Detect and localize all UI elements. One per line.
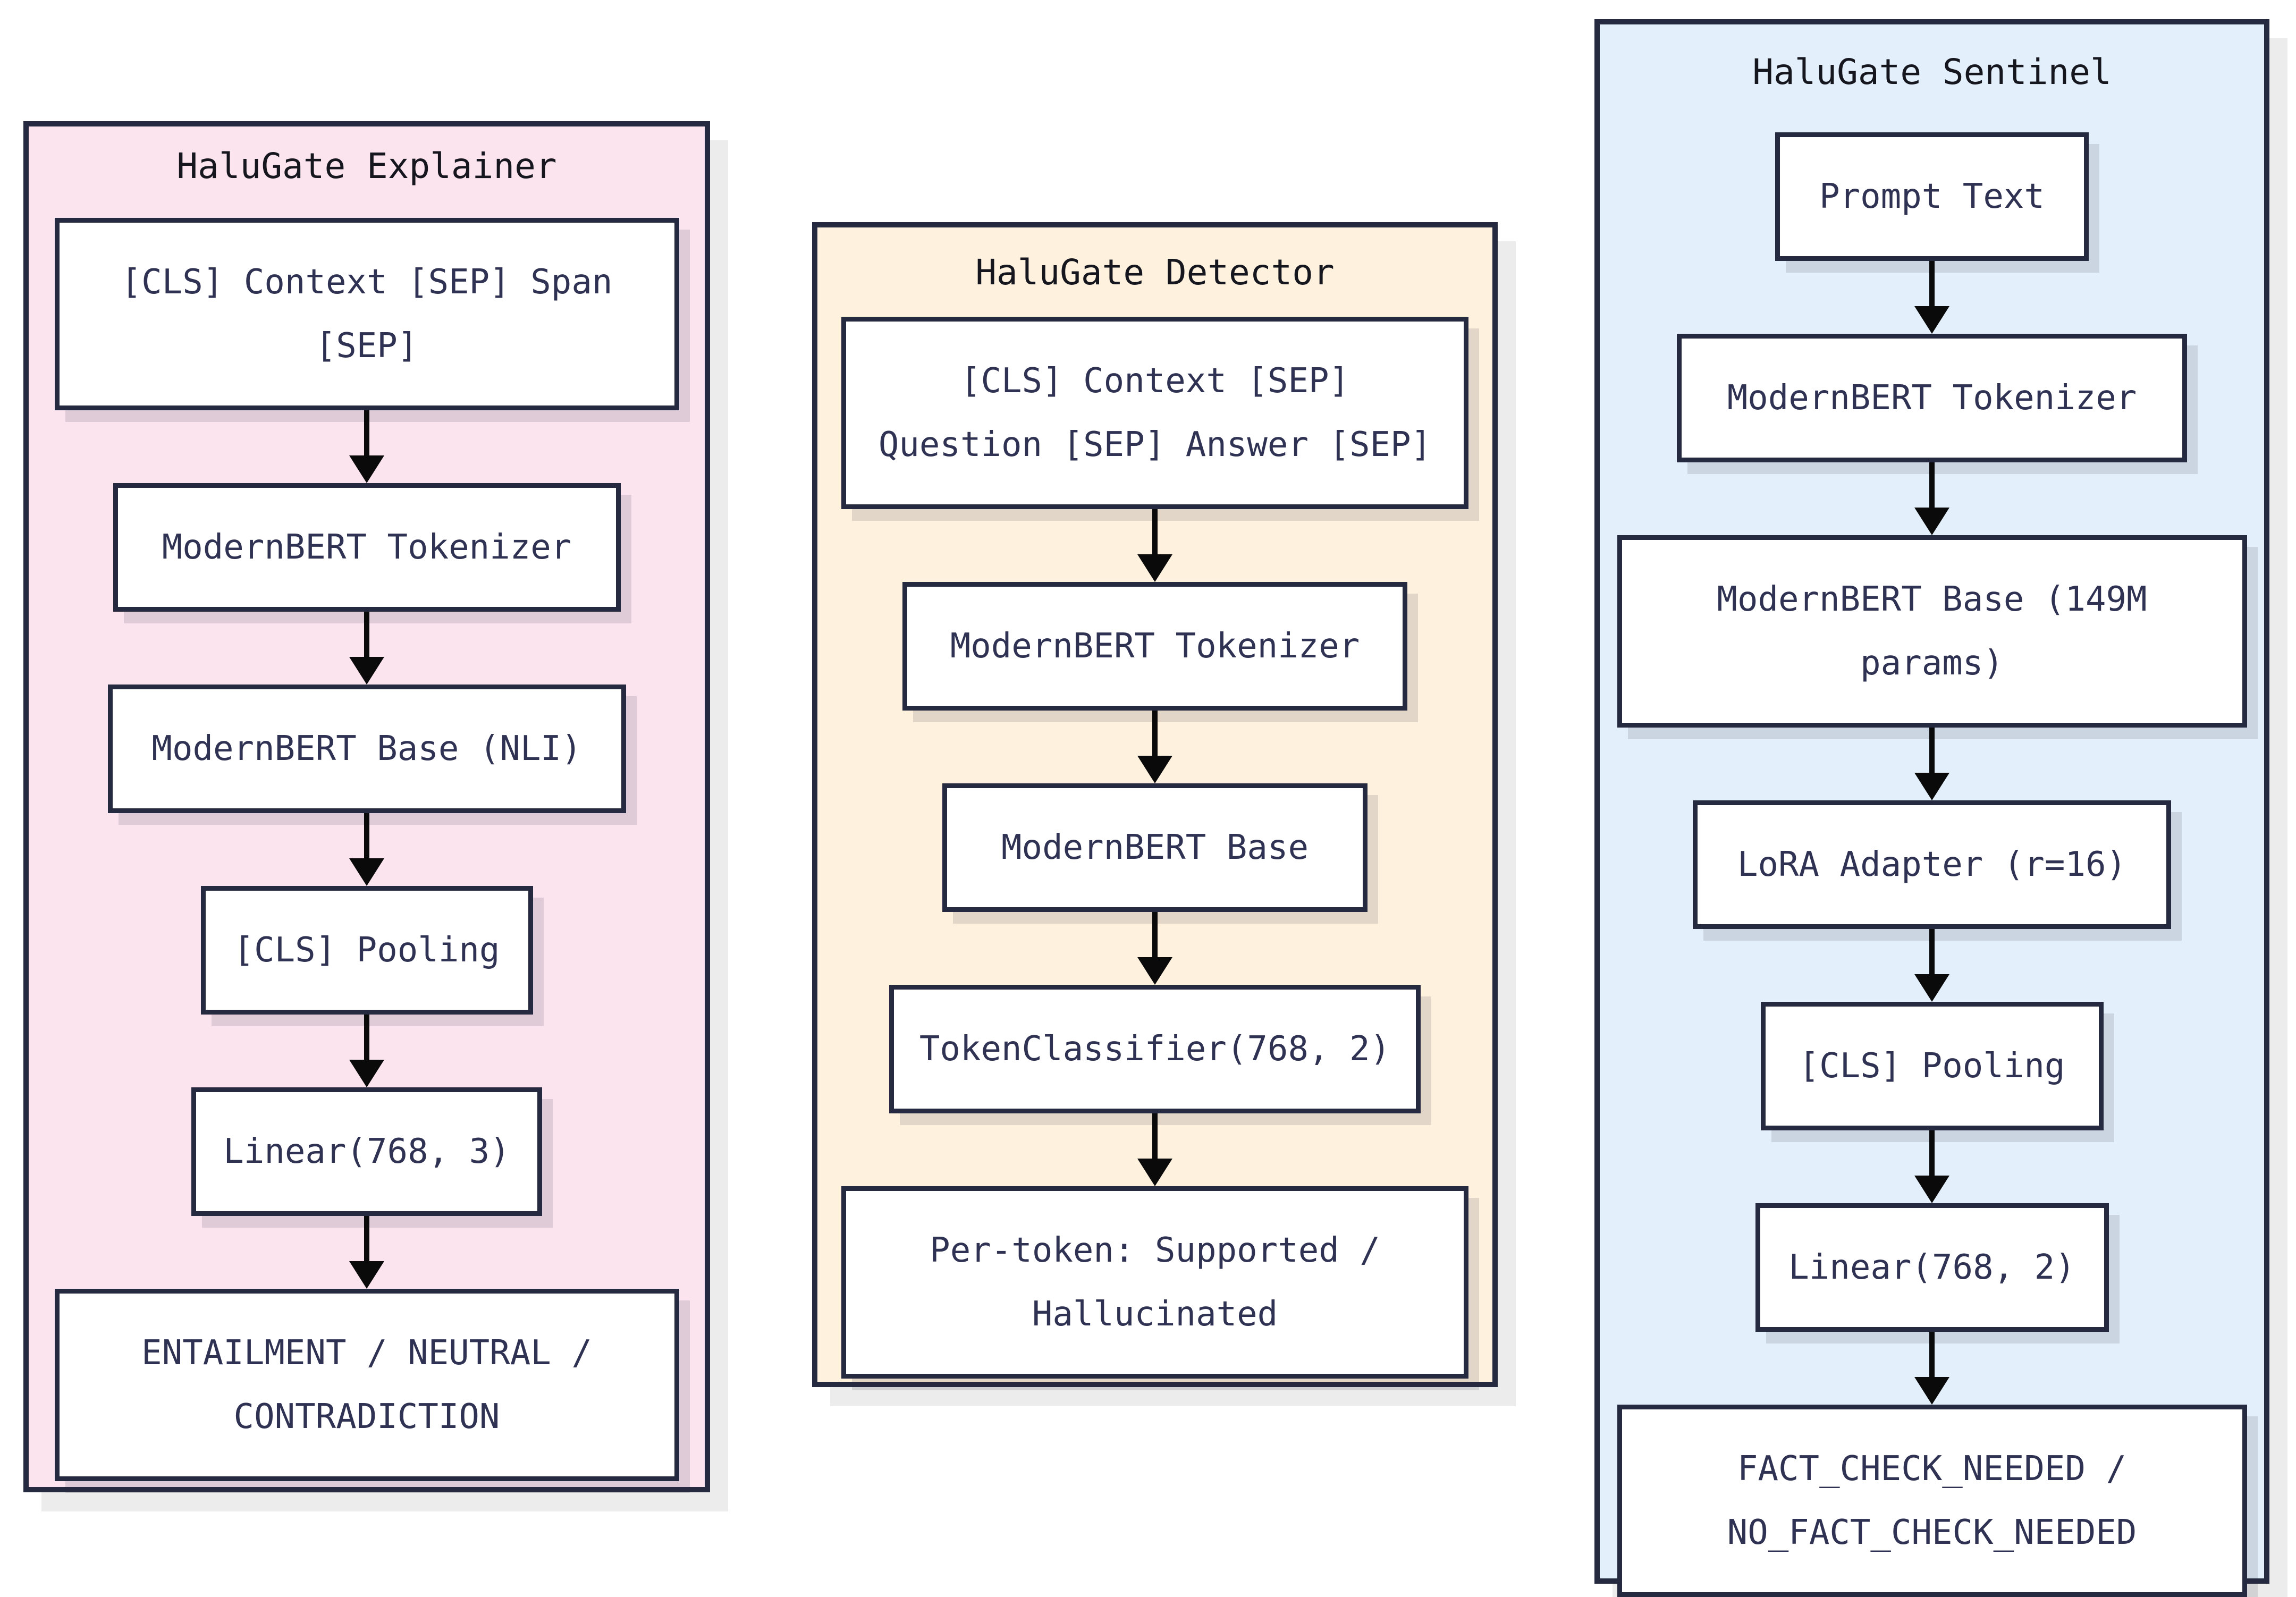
node-explainer-output-labels: ENTAILMENT / NEUTRAL / CONTRADICTION — [54, 1289, 679, 1481]
arrow-head — [1914, 508, 1949, 535]
arrow-stem — [1929, 1332, 1935, 1377]
node-explainer-cls-pooling: [CLS] Pooling — [200, 886, 533, 1015]
arrow-down-icon — [1914, 462, 1949, 535]
arrow-head — [349, 858, 384, 886]
arrow-stem — [1152, 711, 1158, 756]
arrow-down-icon — [1137, 711, 1172, 783]
node-sentinel-output-labels: FACT_CHECK_NEEDED / NO_FACT_CHECK_NEEDED — [1617, 1405, 2247, 1597]
arrow-head — [1914, 974, 1949, 1002]
arrow-stem — [1929, 728, 1935, 773]
arrow-stem — [364, 1015, 369, 1060]
arrow-stem — [1929, 929, 1935, 974]
arrow-down-icon — [1914, 1332, 1949, 1405]
node-sentinel-prompt-text: Prompt Text — [1775, 132, 2089, 261]
arrow-stem — [1929, 462, 1935, 508]
arrow-stem — [364, 612, 369, 657]
node-sentinel-linear: Linear(768, 2) — [1755, 1203, 2109, 1332]
arrow-stem — [1929, 261, 1935, 306]
arrow-head — [1914, 1176, 1949, 1203]
node-explainer-base-nli: ModernBERT Base (NLI) — [107, 685, 626, 813]
node-detector-input: [CLS] Context [SEP] Question [SEP] Answe… — [841, 317, 1468, 509]
arrow-down-icon — [1914, 261, 1949, 334]
node-explainer-linear: Linear(768, 3) — [191, 1087, 542, 1216]
arrow-down-icon — [349, 410, 384, 483]
arrow-down-icon — [349, 612, 384, 685]
arrow-down-icon — [1914, 1130, 1949, 1203]
arrow-stem — [1152, 509, 1158, 554]
arrow-stem — [364, 813, 369, 858]
arrow-stem — [1152, 1113, 1158, 1159]
node-detector-token-classifier: TokenClassifier(768, 2) — [889, 985, 1421, 1113]
node-sentinel-tokenizer: ModernBERT Tokenizer — [1677, 334, 2187, 462]
arrow-head — [1137, 1159, 1172, 1186]
arrow-head — [1914, 773, 1949, 800]
node-sentinel-lora-adapter: LoRA Adapter (r=16) — [1693, 800, 2171, 929]
node-detector-output-labels: Per-token: Supported / Hallucinated — [841, 1186, 1468, 1379]
arrow-head — [349, 1060, 384, 1087]
arrow-head — [1137, 957, 1172, 985]
arrow-stem — [1152, 912, 1158, 957]
arrow-down-icon — [349, 1216, 384, 1289]
node-detector-base: ModernBERT Base — [942, 783, 1368, 912]
node-explainer-tokenizer: ModernBERT Tokenizer — [113, 483, 621, 612]
arrow-stem — [364, 1216, 369, 1261]
arrow-head — [349, 657, 384, 685]
arrow-down-icon — [1137, 509, 1172, 582]
arrow-head — [349, 455, 384, 483]
panel-title-detector: HaluGate Detector — [975, 252, 1335, 293]
panel-halugate-explainer: HaluGate Explainer [CLS] Context [SEP] S… — [23, 121, 710, 1492]
arrow-down-icon — [349, 813, 384, 886]
arrow-head — [349, 1261, 384, 1289]
arrow-head — [1914, 306, 1949, 334]
arrow-down-icon — [1137, 912, 1172, 985]
arrow-down-icon — [1137, 1113, 1172, 1186]
arrow-stem — [1929, 1130, 1935, 1176]
panel-halugate-detector: HaluGate Detector [CLS] Context [SEP] Qu… — [812, 222, 1498, 1387]
node-detector-tokenizer: ModernBERT Tokenizer — [902, 582, 1407, 711]
panel-title-sentinel: HaluGate Sentinel — [1752, 52, 2112, 92]
arrow-head — [1137, 554, 1172, 582]
arrow-stem — [364, 410, 369, 455]
node-sentinel-cls-pooling: [CLS] Pooling — [1760, 1002, 2104, 1130]
arrow-down-icon — [349, 1015, 384, 1087]
panel-halugate-sentinel: HaluGate Sentinel Prompt Text ModernBERT… — [1594, 19, 2269, 1597]
arrow-down-icon — [1914, 728, 1949, 800]
arrow-down-icon — [1914, 929, 1949, 1002]
arrow-head — [1137, 756, 1172, 783]
arrow-head — [1914, 1377, 1949, 1405]
node-explainer-input: [CLS] Context [SEP] Span [SEP] — [54, 218, 679, 410]
panel-title-explainer: HaluGate Explainer — [176, 146, 557, 187]
node-sentinel-base-149m: ModernBERT Base (149M params) — [1617, 535, 2247, 728]
